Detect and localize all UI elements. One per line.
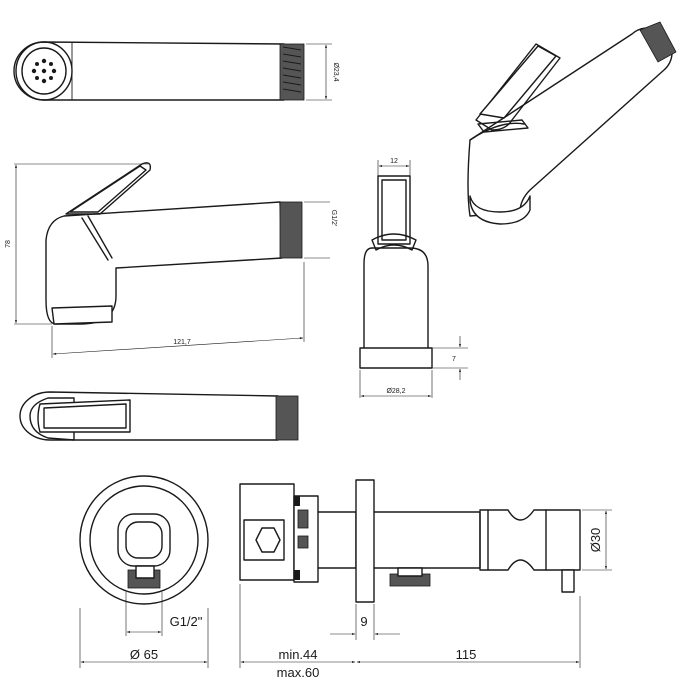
inlet-connector: [127, 565, 161, 589]
label-max-60: max.60: [277, 665, 320, 680]
label-height-78: 78: [5, 240, 12, 248]
spray-nozzle-holes: [31, 58, 57, 84]
label-length-115: 115: [456, 647, 477, 662]
spray-head-end-view: 12 7 Ø28,2: [359, 158, 468, 398]
spray-head-front-view: Ø23,4: [13, 41, 339, 101]
spray-head-bottom-view: [19, 391, 299, 441]
outlet-connector: [389, 567, 431, 587]
spray-head-side-view: 78 G1/2' 121,7: [5, 162, 337, 358]
label-thread-g12: G1/2": [170, 614, 203, 629]
label-thread-g12-small: G1/2': [330, 210, 337, 227]
label-diameter-23-4: Ø23,4: [332, 62, 339, 81]
wall-outlet-side-view: Ø30 9 min.44 max.60 115: [239, 479, 612, 680]
label-min-44: min.44: [278, 647, 317, 662]
label-width-12: 12: [390, 158, 398, 165]
label-height-7: 7: [452, 356, 456, 363]
thread-perspective: [639, 21, 677, 63]
thread-bottom: [275, 395, 299, 441]
wall-plate-front-view: Ø 65 G1/2": [79, 475, 209, 668]
label-diameter-65: Ø 65: [130, 647, 158, 662]
thread-top: [279, 43, 305, 101]
label-diameter-30: Ø30: [588, 528, 603, 553]
label-diameter-28-2: Ø28,2: [386, 388, 405, 395]
spray-head-perspective-view: [467, 21, 677, 225]
label-length-121-7: 121,7: [173, 339, 191, 346]
thread-side: [279, 201, 303, 259]
label-length-9: 9: [360, 614, 367, 629]
